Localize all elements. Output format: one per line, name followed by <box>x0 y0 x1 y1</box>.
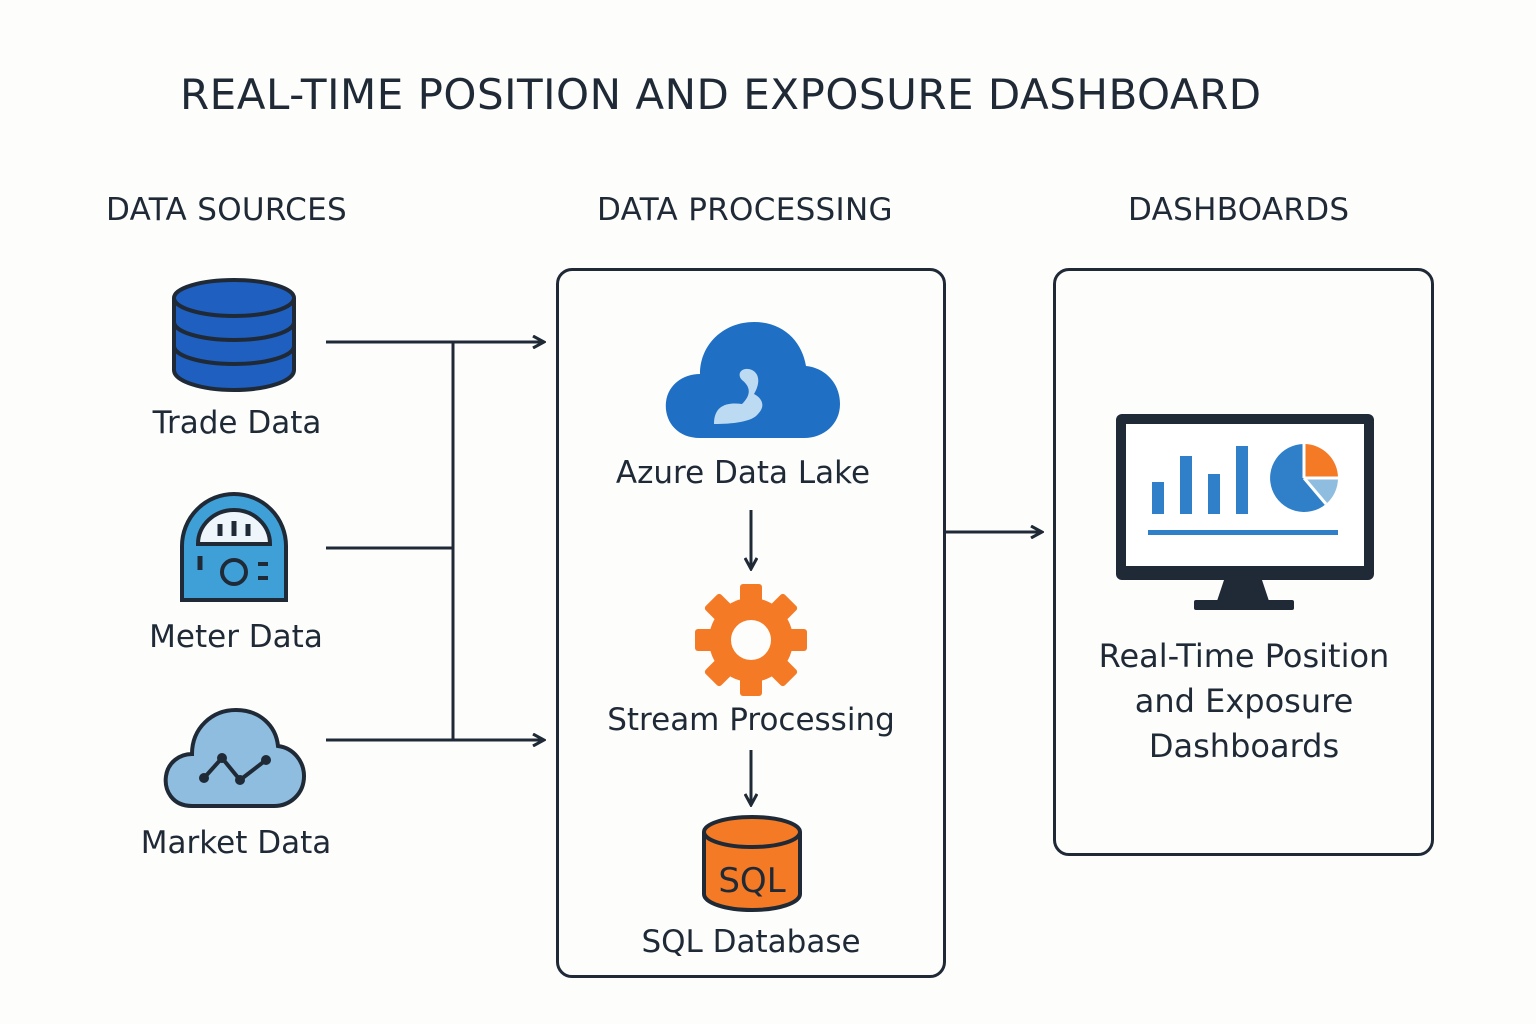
gear-icon <box>695 584 807 696</box>
monitor-chart-icon <box>1116 414 1374 610</box>
cloud-chart-icon <box>163 707 307 808</box>
azure-cloud-icon <box>665 322 840 438</box>
dashboard-label-line-1: Real-Time Position <box>1098 637 1390 675</box>
diagram-title: REAL-TIME POSITION AND EXPOSURE DASHBOAR… <box>180 70 1262 119</box>
sql-icon-text: SQL <box>718 861 785 901</box>
trade-data-label: Trade Data <box>152 405 322 441</box>
section-header-data-processing: DATA PROCESSING <box>597 192 893 228</box>
stream-processing-label: Stream Processing <box>607 702 895 738</box>
dashboard-label-line-2: and Exposure <box>1134 682 1354 720</box>
dashboard-label: Real-Time Position and Exposure Dashboar… <box>1056 634 1432 769</box>
sql-database-icon: SQL <box>702 815 802 912</box>
section-header-data-sources: DATA SOURCES <box>106 192 347 228</box>
azure-data-lake-label: Azure Data Lake <box>615 455 871 491</box>
sql-database-label: SQL Database <box>641 924 861 960</box>
dashboard-label-line-3: Dashboards <box>1148 727 1340 765</box>
meter-icon <box>180 492 288 602</box>
market-data-label: Market Data <box>140 825 332 861</box>
database-icon <box>172 278 296 392</box>
meter-data-label: Meter Data <box>149 619 323 655</box>
section-header-dashboards: DASHBOARDS <box>1128 192 1350 228</box>
